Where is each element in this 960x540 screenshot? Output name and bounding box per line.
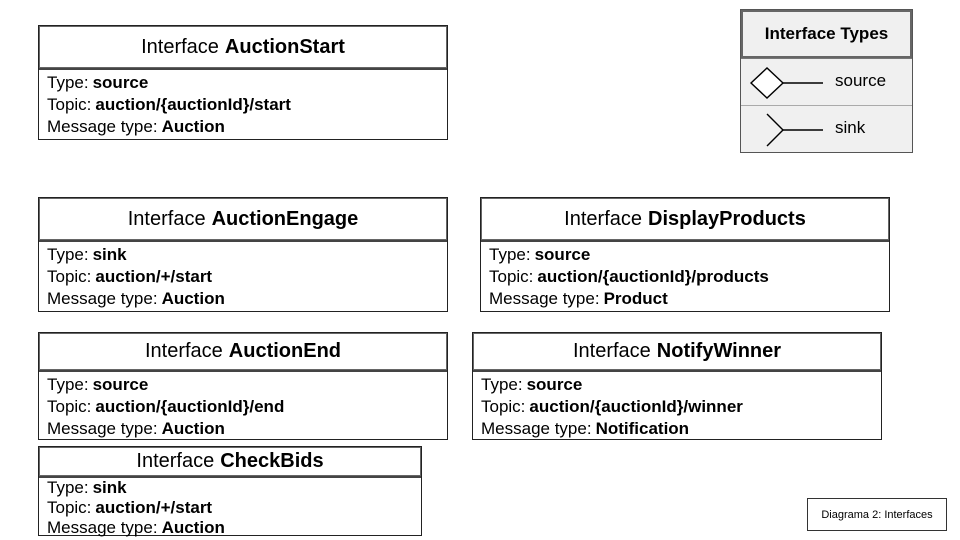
diamond-line-icon [749,67,823,99]
legend-row-source: source [741,59,912,106]
interface-box-auction-end: Interface AuctionEnd Type:source Topic:a… [38,332,448,440]
interface-prefix: Interface [564,207,642,230]
message-type-value: Auction [161,289,225,308]
message-type-row: Message type:Auction [47,518,421,538]
message-type-value: Auction [161,419,225,438]
topic-label: Topic: [47,397,92,416]
interface-header: Interface AuctionEnd [39,333,447,372]
type-label: Type: [47,375,89,394]
message-type-label: Message type: [47,117,158,136]
message-type-value: Notification [595,419,690,438]
type-row: Type:source [47,374,447,396]
interface-body: Type:source Topic:auction/{auctionId}/st… [39,70,447,138]
type-label: Type: [47,245,89,264]
type-value: sink [92,245,127,264]
type-row: Type:source [489,244,889,266]
legend-row-sink: sink [741,106,912,153]
message-type-row: Message type:Notification [481,418,881,440]
interface-prefix: Interface [572,340,651,362]
message-type-label: Message type: [489,289,600,308]
interface-name: CheckBids [220,450,324,472]
type-row: Type:source [47,72,447,94]
interface-prefix: Interface [144,340,223,362]
interface-body: Type:source Topic:auction/{auctionId}/wi… [473,372,881,440]
message-type-label: Message type: [47,289,158,308]
message-type-value: Auction [161,518,225,537]
interface-header: Interface NotifyWinner [473,333,881,372]
type-value: sink [92,478,127,497]
interface-header: Interface CheckBids [39,447,421,478]
interface-header: Interface DisplayProducts [481,198,889,242]
interface-name: DisplayProducts [648,207,806,230]
interface-prefix: Interface [136,450,215,472]
fork-line-icon [766,113,823,147]
interface-header: Interface AuctionStart [39,26,447,70]
topic-row: Topic:auction/+/start [47,498,421,518]
interface-body: Type:sink Topic:auction/+/start Message … [39,478,421,538]
interface-prefix: Interface [141,35,219,58]
topic-row: Topic:auction/{auctionId}/products [489,266,889,288]
type-value: source [526,375,583,394]
type-value: source [92,375,149,394]
type-label: Type: [489,245,531,264]
interface-header: Interface AuctionEngage [39,198,447,242]
interface-box-check-bids: Interface CheckBids Type:sink Topic:auct… [38,446,422,538]
type-row: Type:source [481,374,881,396]
message-type-label: Message type: [481,419,592,438]
topic-label: Topic: [489,267,534,286]
message-type-row: Message type:Auction [47,418,447,440]
topic-label: Topic: [47,95,92,114]
topic-row: Topic:auction/{auctionId}/winner [481,396,881,418]
type-label: Type: [47,478,89,497]
topic-value: auction/{auctionId}/products [537,267,769,286]
interface-box-display-products: Interface DisplayProducts Type:source To… [480,197,890,312]
legend-source-label: source [835,71,887,90]
diagram-caption: Diagrama 2: Interfaces [807,498,947,531]
interface-body: Type:source Topic:auction/{auctionId}/pr… [481,242,889,310]
legend-title: Interface Types [741,10,912,59]
interface-body: Type:source Topic:auction/{auctionId}/en… [39,372,447,440]
message-type-value: Product [603,289,668,308]
message-type-row: Message type:Auction [47,116,447,138]
topic-label: Topic: [47,498,92,517]
type-value: source [534,245,591,264]
type-row: Type:sink [47,244,447,266]
message-type-row: Message type:Auction [47,288,447,310]
interface-box-auction-start: Interface AuctionStart Type:source Topic… [38,25,448,140]
message-type-label: Message type: [47,419,158,438]
topic-label: Topic: [47,267,92,286]
topic-value: auction/{auctionId}/winner [529,397,743,416]
type-value: source [92,73,149,92]
interface-box-auction-engage: Interface AuctionEngage Type:sink Topic:… [38,197,448,312]
interface-box-notify-winner: Interface NotifyWinner Type:source Topic… [472,332,882,440]
interface-name: NotifyWinner [656,340,782,362]
message-type-value: Auction [161,117,225,136]
interface-types-legend: Interface Types source sink [740,9,913,153]
topic-value: auction/{auctionId}/end [95,397,285,416]
interface-prefix: Interface [127,207,206,230]
topic-value: auction/{auctionId}/start [95,95,291,114]
interface-body: Type:sink Topic:auction/+/start Message … [39,242,447,310]
topic-value: auction/+/start [95,498,213,517]
topic-row: Topic:auction/{auctionId}/end [47,396,447,418]
type-label: Type: [47,73,89,92]
topic-value: auction/+/start [95,267,213,286]
interface-name: AuctionEnd [228,340,342,362]
topic-row: Topic:auction/{auctionId}/start [47,94,447,116]
message-type-row: Message type:Product [489,288,889,310]
message-type-label: Message type: [47,518,158,537]
topic-label: Topic: [481,397,526,416]
legend-sink-label: sink [835,118,866,137]
type-label: Type: [481,375,523,394]
type-row: Type:sink [47,478,421,498]
topic-row: Topic:auction/+/start [47,266,447,288]
interface-name: AuctionStart [224,35,345,58]
interface-name: AuctionEngage [211,207,359,230]
